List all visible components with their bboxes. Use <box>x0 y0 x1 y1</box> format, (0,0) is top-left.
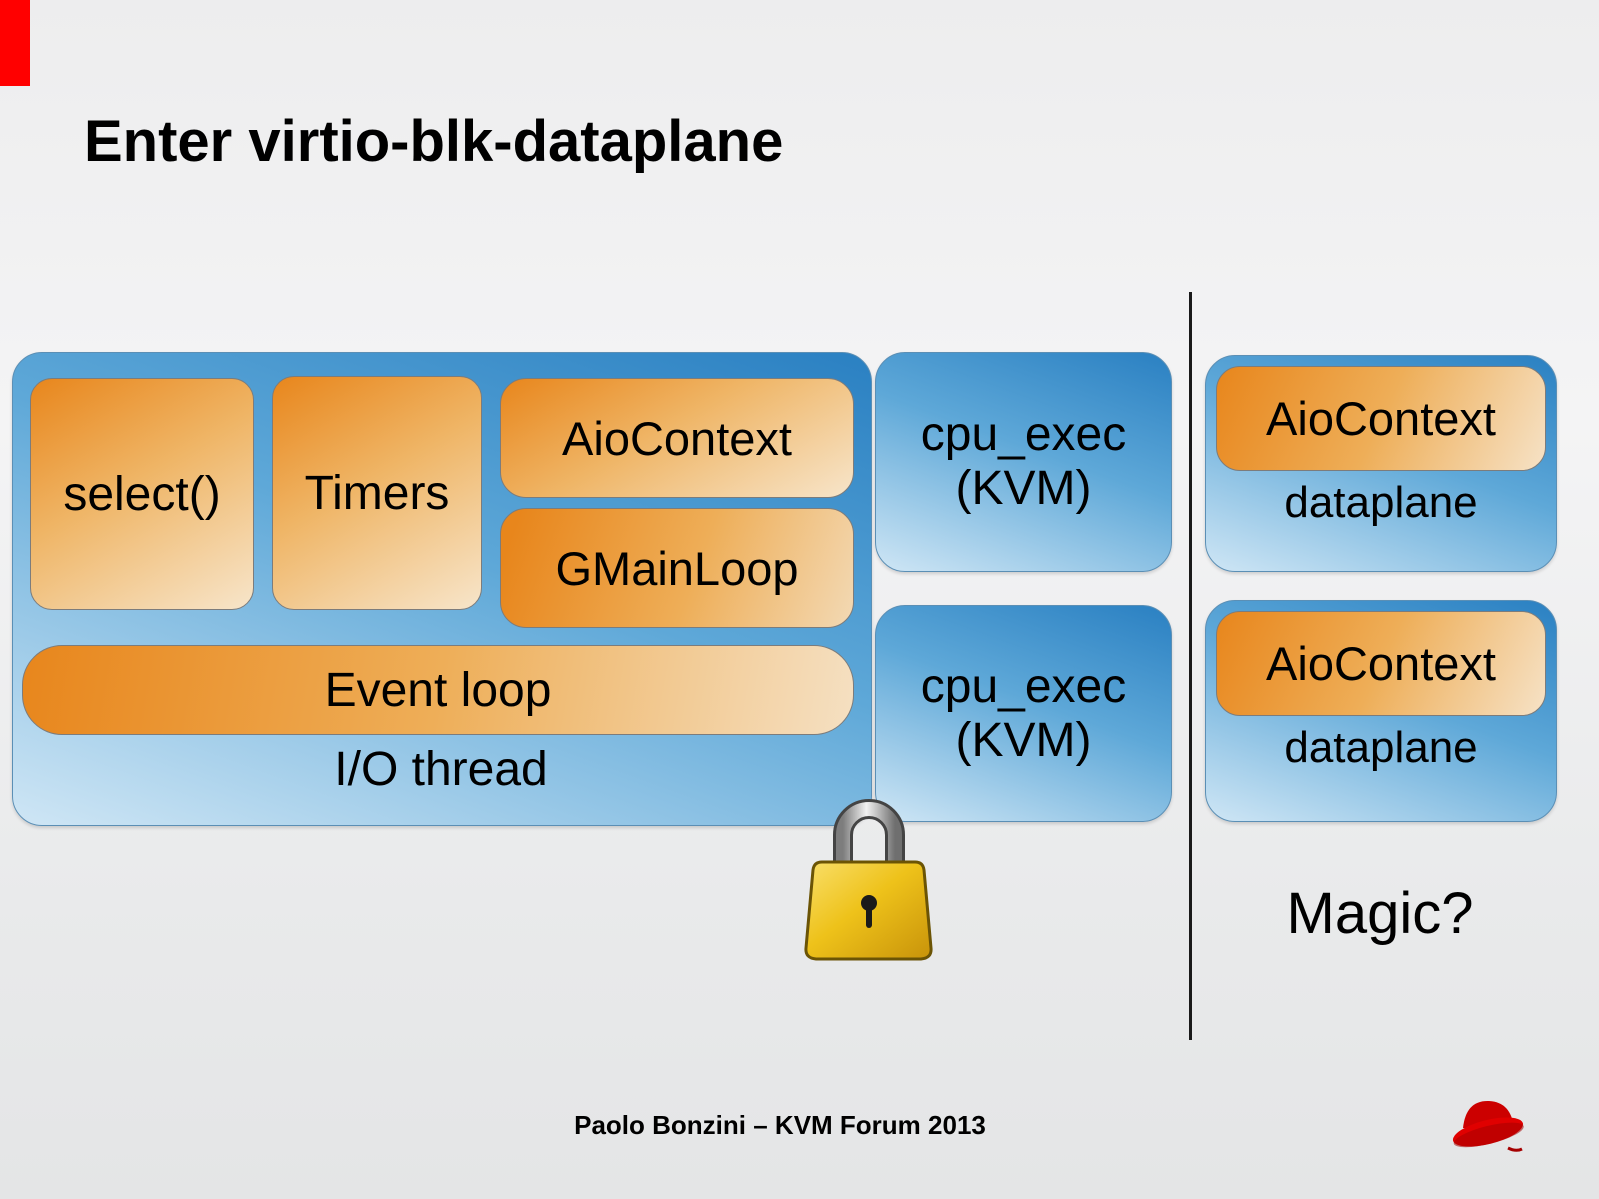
aiocontext-label: AioContext <box>562 411 792 465</box>
cpu-exec-line1: cpu_exec <box>920 659 1127 713</box>
slide-footer: Paolo Bonzini – KVM Forum 2013 <box>574 1110 986 1140</box>
cpu-exec-line1: cpu_exec <box>920 408 1127 462</box>
cpu-exec-line2: (KVM) <box>955 713 1092 767</box>
event-loop-label: Event loop <box>324 663 552 717</box>
aiocontext-box: AioContext <box>500 378 854 498</box>
dataplane-aiocontext-label: AioContext <box>1266 392 1496 445</box>
timers-box: Timers <box>272 376 482 610</box>
dataplane-label: dataplane <box>1284 478 1478 527</box>
slide-corner-decoration <box>0 0 30 86</box>
lock-icon <box>796 778 941 970</box>
select-label: select() <box>63 467 221 521</box>
redhat-logo <box>1448 1086 1528 1166</box>
dataplane-aiocontext-box: AioContext <box>1216 366 1546 471</box>
select-box: select() <box>30 378 254 610</box>
cpu-exec-line2: (KVM) <box>955 462 1092 515</box>
dataplane-box-2: AioContext dataplane <box>1205 600 1557 822</box>
slide-title: Enter virtio-blk-dataplane <box>84 109 784 174</box>
dataplane-box-1: AioContext dataplane <box>1205 355 1557 572</box>
magic-label: Magic? <box>1286 881 1474 946</box>
timers-label: Timers <box>304 466 450 520</box>
io-thread-label: I/O thread <box>334 743 548 796</box>
cpu-exec-box-1: cpu_exec (KVM) <box>875 352 1172 572</box>
event-loop-box: Event loop <box>22 645 854 735</box>
gmainloop-label: GMainLoop <box>555 541 799 595</box>
dataplane-aiocontext-label: AioContext <box>1266 637 1496 690</box>
gmainloop-box: GMainLoop <box>500 508 854 628</box>
dataplane-aiocontext-box: AioContext <box>1216 611 1546 716</box>
dataplane-label: dataplane <box>1284 723 1478 772</box>
vertical-divider <box>1189 292 1192 1040</box>
cpu-exec-box-2: cpu_exec (KVM) <box>875 605 1172 822</box>
